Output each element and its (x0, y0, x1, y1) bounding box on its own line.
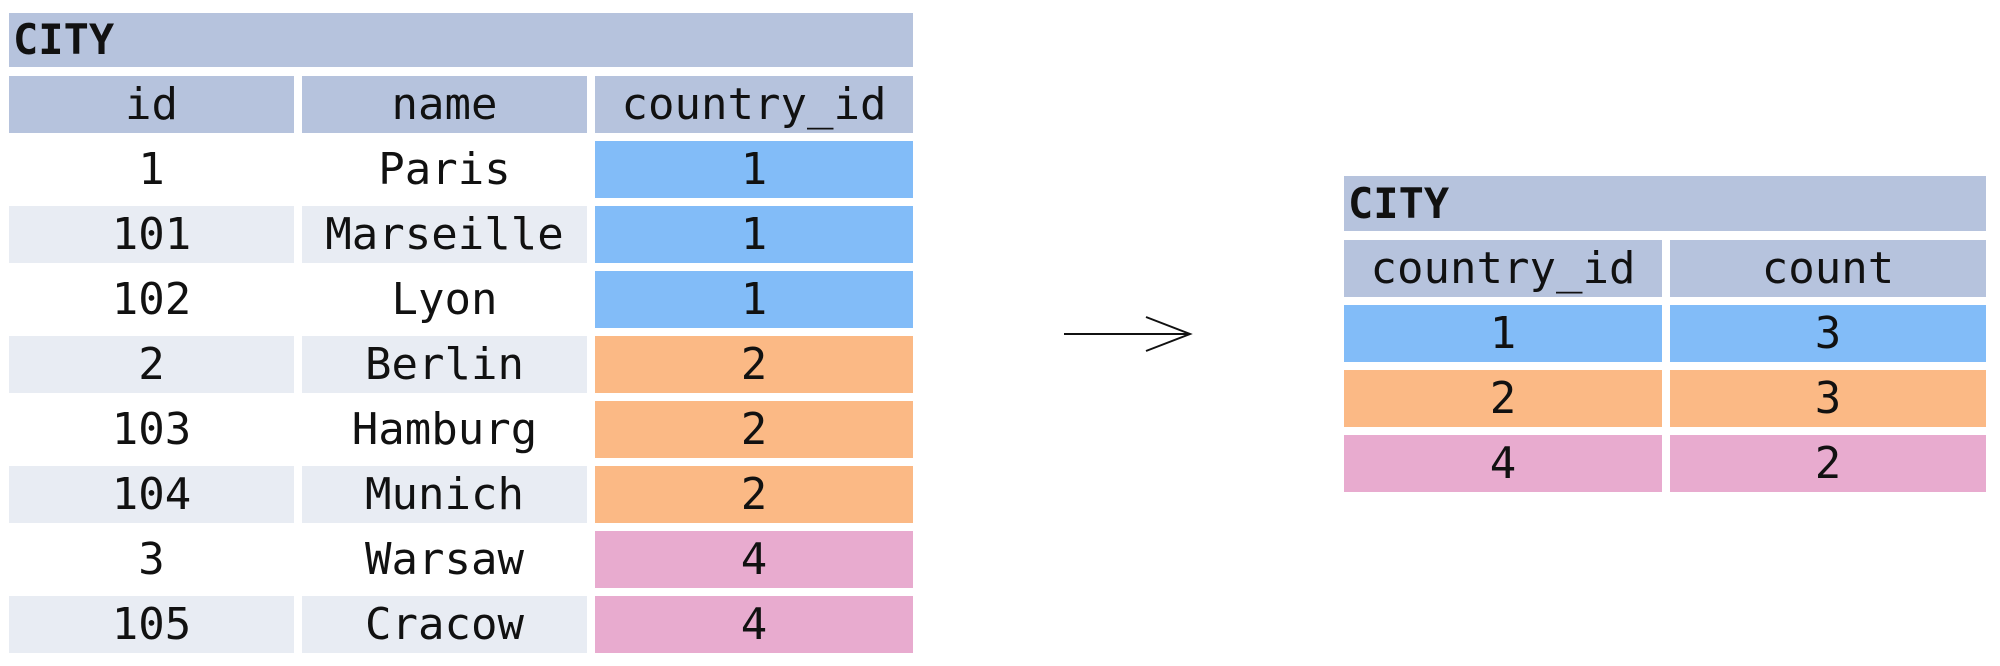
source-header-country-id: country_id (595, 76, 913, 133)
source-cell-country-id: 2 (595, 401, 913, 458)
source-header-id: id (9, 76, 294, 133)
source-cell-country-id: 1 (595, 206, 913, 263)
source-cell-name: Hamburg (302, 401, 587, 458)
result-header-country-id: country_id (1344, 240, 1662, 297)
source-cell-id: 101 (9, 206, 294, 263)
source-cell-id: 103 (9, 401, 294, 458)
source-cell-country-id: 2 (595, 336, 913, 393)
source-cell-id: 102 (9, 271, 294, 328)
source-cell-name: Munich (302, 466, 587, 523)
source-header-name: name (302, 76, 587, 133)
source-cell-name: Berlin (302, 336, 587, 393)
result-table-title: CITY (1344, 176, 1986, 231)
source-cell-id: 104 (9, 466, 294, 523)
source-cell-name: Marseille (302, 206, 587, 263)
source-cell-name: Cracow (302, 596, 587, 653)
source-table: CITY id name country_id 1 Paris 1 101 Ma… (0, 0, 920, 666)
source-cell-name: Warsaw (302, 531, 587, 588)
result-cell-country-id: 2 (1344, 370, 1662, 427)
source-cell-id: 105 (9, 596, 294, 653)
source-cell-country-id: 4 (595, 531, 913, 588)
source-cell-id: 2 (9, 336, 294, 393)
right-arrow-icon (1064, 316, 1193, 352)
source-cell-country-id: 1 (595, 141, 913, 198)
source-cell-name: Paris (302, 141, 587, 198)
result-cell-count: 3 (1670, 305, 1986, 362)
source-cell-country-id: 2 (595, 466, 913, 523)
result-cell-count: 3 (1670, 370, 1986, 427)
result-header-count: count (1670, 240, 1986, 297)
result-cell-country-id: 4 (1344, 435, 1662, 492)
source-cell-name: Lyon (302, 271, 587, 328)
result-cell-count: 2 (1670, 435, 1986, 492)
source-cell-country-id: 1 (595, 271, 913, 328)
source-cell-country-id: 4 (595, 596, 913, 653)
source-cell-id: 1 (9, 141, 294, 198)
source-cell-id: 3 (9, 531, 294, 588)
source-table-title: CITY (9, 13, 913, 67)
result-cell-country-id: 1 (1344, 305, 1662, 362)
